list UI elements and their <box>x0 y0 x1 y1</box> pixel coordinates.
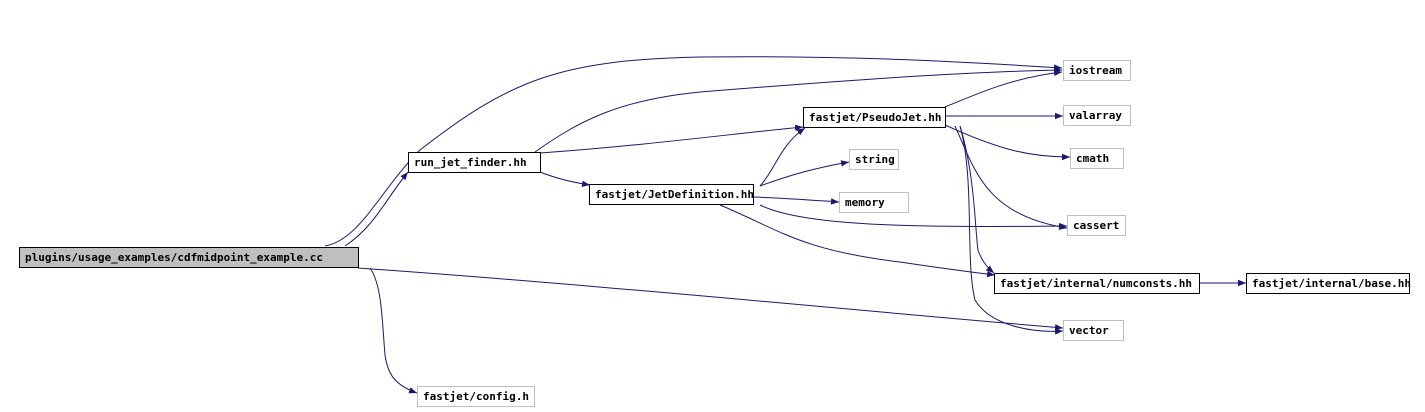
edge-pj-vector <box>959 125 1064 335</box>
node-root-file[interactable]: plugins/usage_examples/cdfmidpoint_examp… <box>19 247 359 268</box>
edge-root-iostream <box>324 56 1063 247</box>
node-base[interactable]: fastjet/internal/base.hh <box>1246 273 1411 294</box>
node-memory[interactable]: memory <box>839 192 909 213</box>
edge-pj-iostream <box>944 69 1063 108</box>
edge-jetdef-pseudojet <box>759 127 806 187</box>
node-config[interactable]: fastjet/config.h <box>417 386 535 407</box>
node-jet-definition[interactable]: fastjet/JetDefinition.hh <box>589 184 754 205</box>
edge-root-run-jet-finder <box>344 171 409 247</box>
edge-root-config <box>369 267 418 394</box>
node-string[interactable]: string <box>849 149 899 170</box>
node-numconsts[interactable]: fastjet/internal/numconsts.hh <box>994 273 1200 294</box>
edge-jetdef-numconsts <box>719 204 996 278</box>
node-vector[interactable]: vector <box>1063 320 1124 341</box>
node-run-jet-finder[interactable]: run_jet_finder.hh <box>408 152 541 173</box>
edge-rjf-iostream <box>534 66 1063 153</box>
edge-jetdef-string <box>759 160 850 187</box>
edge-pj-numconsts <box>959 125 995 274</box>
edge-rjf-jetdef <box>539 171 591 187</box>
edge-pj-cassert <box>954 125 1068 230</box>
edge-jetdef-memory <box>752 196 840 205</box>
node-pseudojet[interactable]: fastjet/PseudoJet.hh <box>803 107 946 128</box>
node-cassert[interactable]: cassert <box>1067 215 1126 236</box>
edge-rjf-pseudojet <box>539 124 804 154</box>
edge-root-vector <box>357 267 1064 331</box>
node-cmath[interactable]: cmath <box>1070 148 1124 169</box>
edge-jetdef-cassert <box>759 204 1068 230</box>
node-iostream[interactable]: iostream <box>1063 60 1131 81</box>
node-valarray[interactable]: valarray <box>1063 105 1131 126</box>
